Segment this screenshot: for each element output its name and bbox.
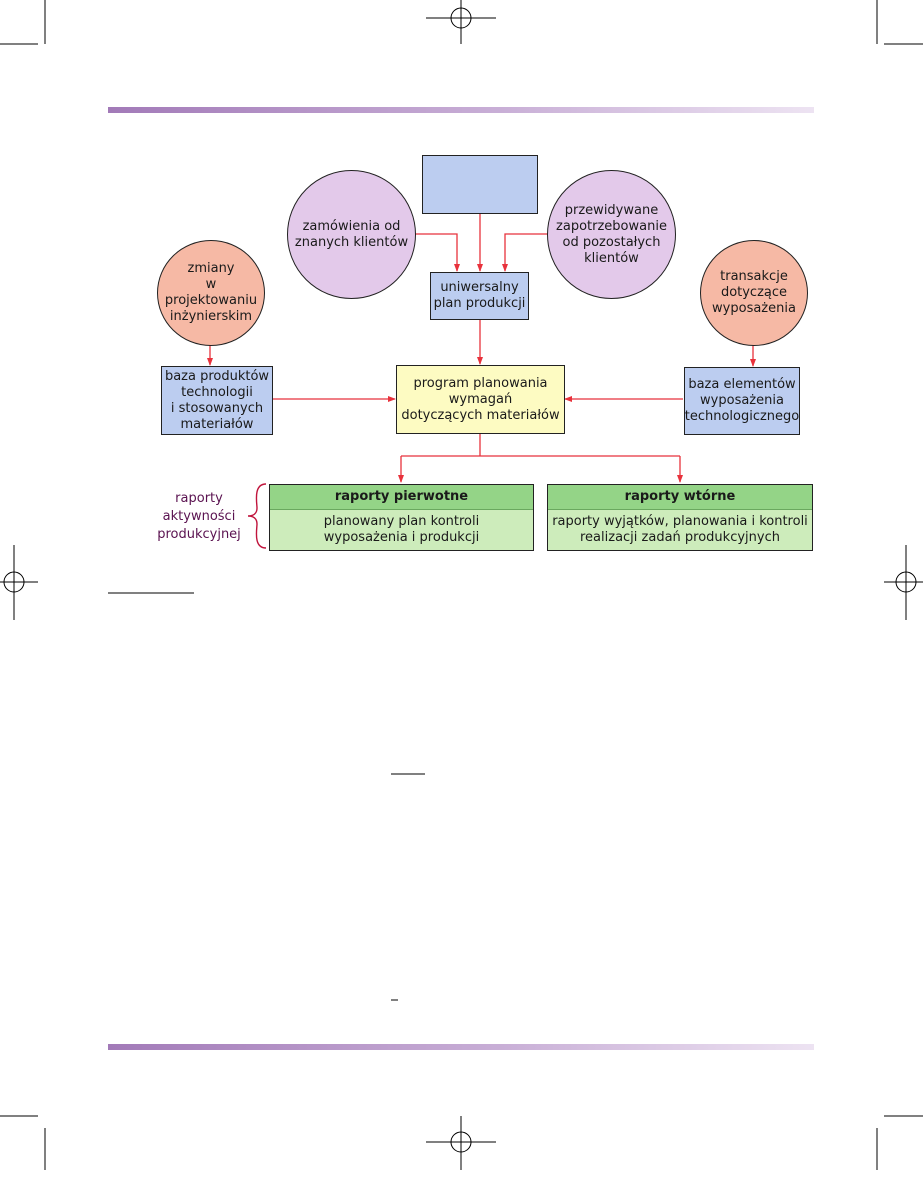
arrow-orders-to-schedule xyxy=(414,233,460,272)
primary-reports-title: raporty pierwotne xyxy=(270,485,533,510)
inventory-records-box: baza elementów wyposażenia technologiczn… xyxy=(684,367,800,435)
top-box xyxy=(422,155,538,214)
engineering-changes-circle: zmiany w projektowaniu inżynierskim xyxy=(157,240,265,346)
registration-mark-right xyxy=(884,545,923,620)
mrp-program-box: program planowania wymagań dotyczących m… xyxy=(396,365,565,434)
arrow-mrp-to-reports xyxy=(401,433,680,457)
primary-reports-box: raporty pierwotne planowany plan kontrol… xyxy=(269,484,534,551)
arrow-forecast-to-schedule xyxy=(502,233,550,272)
secondary-reports-title: raporty wtórne xyxy=(548,485,812,510)
registration-mark-top xyxy=(426,0,496,44)
header-rule xyxy=(108,107,814,113)
reports-label: raporty aktywności produkcyjnej xyxy=(157,491,241,542)
footer-rule xyxy=(108,1044,814,1050)
reports-brace xyxy=(247,483,267,549)
bill-of-materials-box: baza produktów technologii i stosowanych… xyxy=(161,366,273,435)
secondary-reports-box: raporty wtórne raporty wyjątków, planowa… xyxy=(547,484,813,551)
registration-mark-bottom xyxy=(426,1116,496,1170)
primary-reports-body: planowany plan kontroli wyposażenia i pr… xyxy=(323,514,480,545)
forecast-demand-circle: przewidywane zapotrzebowanie od pozostał… xyxy=(547,170,676,299)
secondary-reports-body: raporty wyjątków, planowania i kontroli … xyxy=(552,514,808,545)
registration-mark-left xyxy=(0,545,38,620)
master-schedule-box: uniwersalny plan produkcji xyxy=(430,272,529,320)
customer-orders-circle: zamówienia od znanych klientów xyxy=(287,170,416,299)
inventory-transactions-circle: transakcje dotyczące wyposażenia xyxy=(700,240,808,346)
